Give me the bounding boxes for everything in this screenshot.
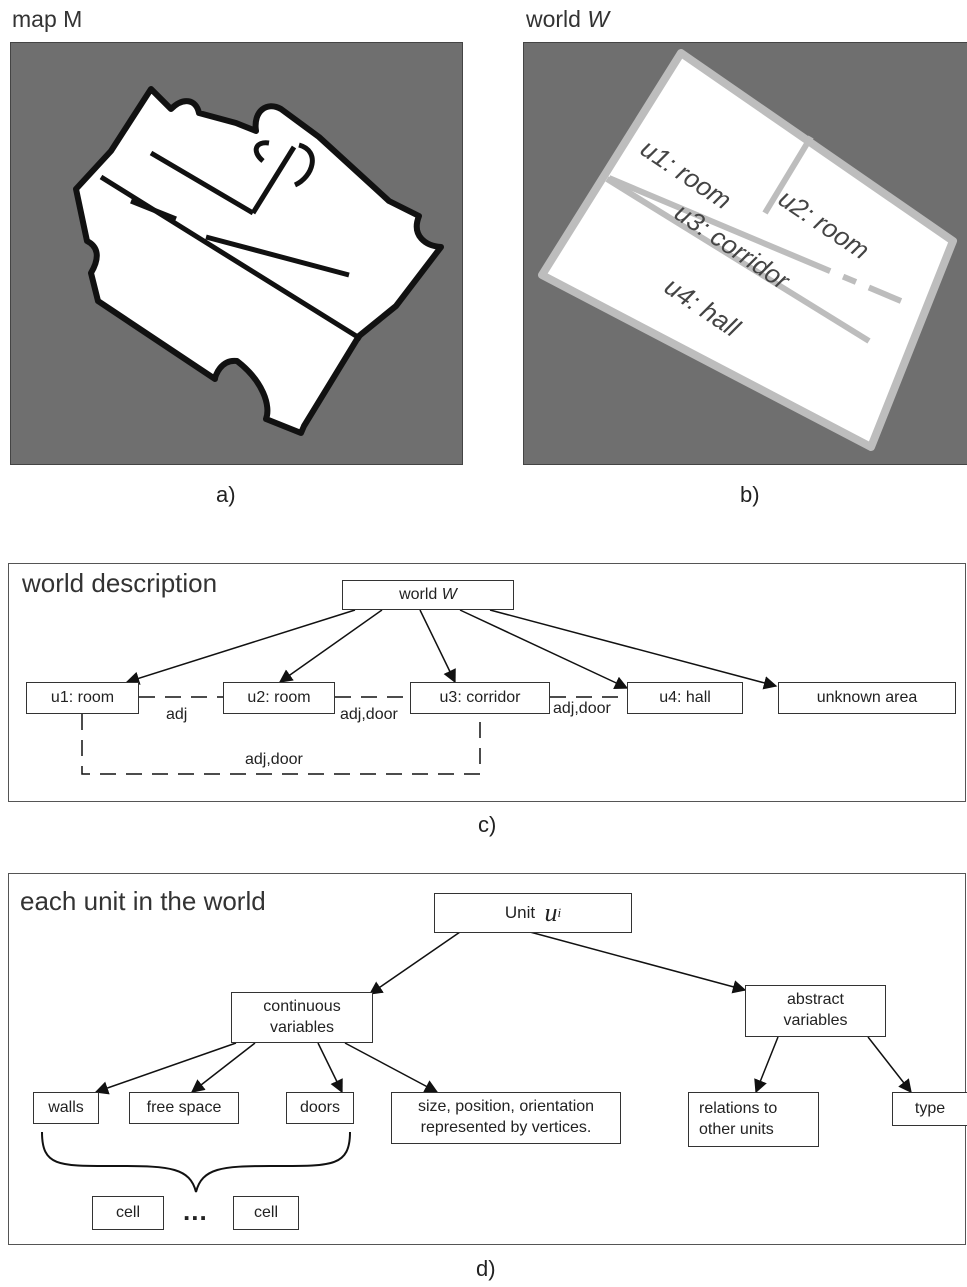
node-unit-subscript: i: [557, 904, 562, 920]
node-free-space: free space: [129, 1092, 239, 1124]
edge-label-adj-door-2: adj,door: [553, 700, 611, 717]
map-wall-diagonal-b: [205, 234, 350, 278]
node-world-text: world: [399, 585, 438, 603]
world-title: world W: [526, 6, 609, 33]
edge-label-adj: adj: [166, 706, 188, 723]
world-wall-corridor-bottom: [605, 176, 871, 344]
world-outline: [538, 49, 957, 451]
edge-label-adj-door-3: adj,door: [245, 751, 303, 768]
edge-continuous-walls: [94, 1042, 237, 1095]
node-doors: doors: [286, 1092, 354, 1124]
node-type: type: [892, 1092, 967, 1126]
node-relations: relations to other units: [688, 1092, 819, 1147]
node-cell-1: cell: [92, 1196, 164, 1230]
edge-world-u4: [459, 609, 629, 689]
world-panel: u1: room u2: room u3: corridor u4: hall: [523, 42, 967, 465]
panel-b-label: b): [740, 482, 760, 507]
node-unknown-area: unknown area: [778, 682, 956, 714]
edge-unit-abstract: [529, 931, 747, 994]
edge-abstract-type: [867, 1036, 912, 1094]
node-walls: walls: [33, 1092, 99, 1124]
map-wall-diagonal-a: [149, 150, 255, 216]
cells-ellipsis: ...: [183, 1196, 208, 1226]
node-size-position: size, position, orientation represented …: [391, 1092, 621, 1144]
world-title-symbol: W: [587, 6, 610, 32]
edge-unit-continuous: [368, 931, 461, 995]
panel-a-label: a): [216, 482, 236, 507]
world-drawing: [538, 49, 957, 451]
world-description-title: world description: [22, 568, 218, 598]
edge-world-unknown: [489, 609, 778, 690]
edge-world-u1: [125, 609, 356, 685]
world-title-text: world: [526, 6, 581, 32]
unit-structure-panel: [8, 873, 966, 1245]
node-world: world W: [342, 580, 514, 610]
node-cell-2: cell: [233, 1196, 299, 1230]
map-drawing: [73, 86, 444, 436]
node-u2: u2: room: [223, 682, 335, 714]
map-wall-vertical: [250, 145, 297, 215]
unit-structure-title: each unit in the world: [20, 886, 266, 916]
node-u4: u4: hall: [627, 682, 743, 714]
world-wall-rooms: [762, 135, 814, 215]
node-world-symbol: W: [441, 585, 457, 603]
edge-continuous-freespace: [190, 1042, 256, 1093]
map-panel: [10, 42, 463, 465]
edge-label-adj-door-1: adj,door: [340, 706, 398, 723]
map-outline: [73, 86, 444, 436]
panel-d-label: d): [476, 1256, 496, 1281]
map-wall-stub: [130, 198, 177, 222]
node-unit-text: Unit: [504, 902, 536, 922]
world-wall-corridor-top: [607, 175, 903, 304]
edge-world-u3: [419, 609, 456, 684]
edge-world-u2: [278, 609, 383, 683]
edge-continuous-doors: [317, 1042, 343, 1094]
cells-brace: [41, 1131, 351, 1193]
node-u1: u1: room: [26, 682, 139, 714]
node-continuous-variables: continuous variables: [231, 992, 373, 1043]
map-wall-room-curve: [253, 140, 315, 188]
node-u3: u3: corridor: [410, 682, 550, 714]
map-title: map M: [12, 6, 83, 32]
edge-continuous-size: [344, 1042, 439, 1093]
panel-c-label: c): [478, 812, 497, 837]
node-abstract-variables: abstract variables: [745, 985, 886, 1037]
adj-u1-u3: [81, 714, 481, 775]
node-unit-symbol: u: [544, 898, 558, 928]
edge-abstract-relations: [754, 1036, 779, 1094]
